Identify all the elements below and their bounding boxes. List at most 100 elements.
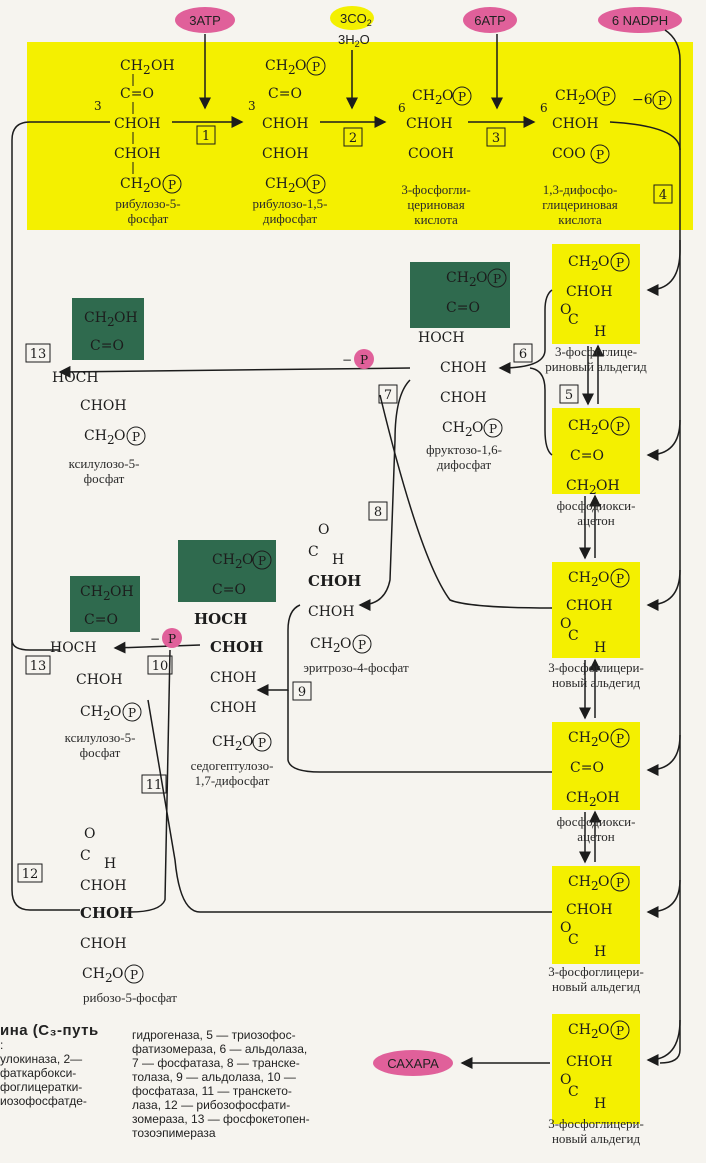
- svg-text:2: 2: [333, 641, 341, 655]
- svg-text:P: P: [489, 422, 497, 436]
- svg-text:CH: CH: [568, 254, 591, 270]
- svg-text:2: 2: [591, 259, 599, 273]
- svg-text:2: 2: [591, 575, 599, 589]
- gap3-box: [552, 866, 640, 964]
- svg-text:P: P: [616, 1024, 624, 1038]
- svg-text:2: 2: [591, 735, 599, 749]
- svg-text:O: O: [585, 88, 596, 104]
- sugar-label: САХАРА: [387, 1056, 439, 1071]
- svg-text:C: C: [308, 544, 319, 560]
- svg-text:2: 2: [105, 971, 113, 985]
- svg-text:CHOH: CHOH: [262, 146, 309, 162]
- svg-text:C=O: C=O: [120, 86, 154, 102]
- svg-text:CH: CH: [568, 1022, 591, 1038]
- co2-label: 3CO2: [340, 11, 372, 28]
- svg-text:HOCH: HOCH: [52, 370, 99, 386]
- gap1-caption: 3-фосфоглице-: [555, 344, 637, 359]
- legend-line: фатизомераза, 6 — альдолаза,: [132, 1042, 308, 1056]
- svg-text:CHOH: CHOH: [566, 284, 613, 300]
- svg-text:−6: −6: [632, 92, 653, 108]
- enzyme-6: 6: [513, 343, 533, 363]
- svg-text:−: −: [342, 353, 352, 367]
- svg-text:P: P: [168, 632, 176, 646]
- ribulose5p-caption: рибулозо-5-: [115, 196, 180, 211]
- svg-text:H: H: [104, 856, 116, 872]
- xylulose2-caption: ксилулозо-5-: [65, 730, 136, 745]
- svg-text:H: H: [594, 640, 606, 656]
- legend-line: тозоэпимераза: [132, 1126, 216, 1140]
- enzyme-10: 10: [147, 655, 173, 675]
- gap3-caption: 3-фосфоглицери-: [548, 964, 644, 979]
- svg-text:O: O: [476, 270, 487, 286]
- svg-text:CH: CH: [412, 88, 435, 104]
- nadph-label: 6 NADPH: [612, 13, 668, 28]
- dhap2-box: [552, 722, 640, 810]
- svg-text:CH: CH: [82, 966, 105, 982]
- svg-text:2: 2: [591, 879, 599, 893]
- svg-text:13: 13: [30, 347, 47, 362]
- svg-text:O: O: [560, 1072, 571, 1088]
- svg-text:C=O: C=O: [268, 86, 302, 102]
- svg-text:CH: CH: [568, 874, 591, 890]
- svg-text:CH: CH: [120, 58, 143, 74]
- legend-line: зомераза, 13 — фосфокетопен-: [132, 1112, 310, 1126]
- svg-text:P: P: [493, 272, 501, 286]
- pga3-caption: кислота: [414, 212, 458, 227]
- enzyme-2: 2: [343, 127, 363, 147]
- svg-text:CHOH: CHOH: [566, 902, 613, 918]
- svg-text:CHOH: CHOH: [308, 572, 361, 590]
- svg-text:O: O: [560, 920, 571, 936]
- svg-text:C: C: [568, 312, 579, 328]
- legend-col1: ина (С₃-путь : улокиназа, 2— фаткарбокси…: [0, 1023, 120, 1108]
- legend-line: фаткарбокси-: [0, 1066, 77, 1080]
- ribose-caption: рибозо-5-фосфат: [83, 990, 177, 1005]
- gap1-caption: риновый альдегид: [545, 359, 647, 374]
- xylulose1-caption: фосфат: [84, 471, 125, 486]
- svg-text:10: 10: [152, 659, 169, 674]
- svg-text:CHOH: CHOH: [566, 1054, 613, 1070]
- enzyme-3: 3: [486, 127, 506, 147]
- svg-text:P: P: [616, 732, 624, 746]
- svg-text:2: 2: [578, 93, 586, 107]
- svg-text:O: O: [114, 428, 125, 444]
- xylulose2-green-box: [70, 576, 140, 632]
- legend-line: толаза, 9 — альдолаза, 10 —: [132, 1070, 296, 1084]
- enzyme-9: 9: [292, 681, 312, 701]
- legend-line: :: [0, 1038, 4, 1052]
- enzyme-5: 5: [559, 384, 579, 404]
- dhap2-caption: ацетон: [577, 829, 615, 844]
- sedo-green-box: [178, 540, 276, 602]
- svg-text:O: O: [598, 1022, 609, 1038]
- svg-text:6: 6: [519, 347, 527, 362]
- svg-text:P: P: [458, 90, 466, 104]
- svg-text:OH: OH: [114, 310, 138, 326]
- svg-text:CHOH: CHOH: [308, 604, 355, 620]
- svg-text:CH: CH: [265, 176, 288, 192]
- xylulose1-green-box: [72, 298, 144, 360]
- svg-text:H: H: [594, 944, 606, 960]
- svg-text:3: 3: [94, 99, 102, 113]
- gap2-caption: 3-фосфоглицери-: [548, 660, 644, 675]
- fbp-caption: дифосфат: [437, 457, 492, 472]
- sedo-caption: седогептулозо-: [191, 758, 274, 773]
- svg-text:P: P: [658, 94, 666, 108]
- atp3-label: 3ATP: [189, 13, 221, 28]
- svg-text:2: 2: [103, 709, 111, 723]
- svg-text:CH: CH: [120, 176, 143, 192]
- svg-text:1: 1: [202, 129, 210, 144]
- svg-text:CHOH: CHOH: [210, 700, 257, 716]
- svg-text:2: 2: [591, 1027, 599, 1041]
- svg-text:2: 2: [591, 423, 599, 437]
- svg-text:C: C: [568, 932, 579, 948]
- legend-line: лаза, 12 — рибозофосфати-: [132, 1098, 291, 1112]
- enzyme-boxes: 1 2 3 4 5 6 7 8 9 10 11 12 13 13: [17, 125, 673, 883]
- svg-text:CHOH: CHOH: [80, 878, 127, 894]
- legend-line: иозофосфатде-: [0, 1094, 87, 1108]
- svg-text:CHOH: CHOH: [114, 116, 161, 132]
- svg-text:P: P: [602, 90, 610, 104]
- svg-text:COOH: COOH: [408, 146, 454, 162]
